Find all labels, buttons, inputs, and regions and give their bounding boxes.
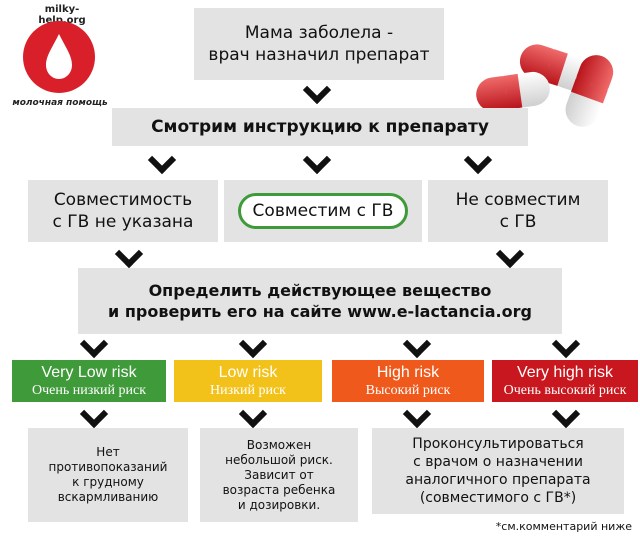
outcome-line: Проконсультироваться (412, 436, 584, 452)
milk-drop-icon (23, 21, 95, 93)
determine-box: Определить действующее вещество и провер… (78, 268, 562, 334)
chevron-down-icon (551, 399, 581, 429)
outcome-line: возраста ребенка (222, 482, 336, 497)
risk-high-en: High risk (376, 363, 440, 381)
risk-very-high: Very high risk Очень высокий риск (492, 360, 638, 402)
top-box-line2: врач назначил препарат (208, 45, 430, 65)
compatible-text: Совместим с ГВ (252, 201, 394, 221)
logo-site-text: milky-help.org (38, 4, 86, 26)
outcome-line: небольшой риск. (225, 452, 333, 467)
logo: milky-help.org молочная помощь (4, 4, 116, 114)
outcome-line: с врачом о назначении (413, 454, 583, 470)
branch-right-line2: с ГВ (499, 212, 537, 232)
compatible-pill: Совместим с ГВ (237, 193, 409, 229)
outcome-line: Нет (96, 445, 120, 459)
risk-low: Low risk Низкий риск (174, 360, 322, 402)
instruction-text: Смотрим инструкцию к препарату (151, 117, 489, 137)
chevron-down-icon (114, 239, 144, 269)
chevron-down-icon (79, 329, 109, 359)
outcome-possible-risk: Возможен небольшой риск. Зависит от возр… (200, 428, 358, 522)
branch-right-line1: Не совместим (455, 190, 581, 210)
outcome-line: вскармливанию (57, 490, 159, 504)
risk-very-low: Very Low risk Очень низкий риск (12, 360, 166, 402)
chevron-down-icon (147, 145, 177, 175)
risk-low-ru: Низкий риск (210, 382, 286, 398)
chevron-down-icon (402, 329, 432, 359)
top-box-line1: Мама заболела - (244, 23, 394, 43)
outcome-no-contra: Нет противопоказаний к грудному вскармли… (28, 428, 188, 522)
outcome-consult: Проконсультироваться с врачом о назначен… (372, 428, 624, 514)
top-box: Мама заболела - врач назначил препарат (194, 8, 444, 80)
outcome-line: к грудному (72, 475, 144, 489)
risk-very-low-ru: Очень низкий риск (31, 382, 147, 398)
chevron-down-icon (495, 239, 525, 269)
chevron-down-icon (302, 75, 332, 105)
risk-high-ru: Высокий риск (365, 382, 451, 398)
branch-middle-box: Совместим с ГВ (224, 180, 422, 242)
outcome-line: противопоказаний (48, 460, 168, 474)
instruction-box: Смотрим инструкцию к препарату (112, 108, 528, 146)
outcome-line: Возможен (246, 437, 312, 452)
capsule-pills-icon (476, 44, 614, 127)
risk-very-high-en: Very high risk (516, 363, 614, 381)
outcome-line: Зависит от (244, 467, 314, 482)
chevron-down-icon (463, 145, 493, 175)
footnote: *см.комментарий ниже (495, 520, 632, 533)
chevron-down-icon (238, 329, 268, 359)
branch-left-line2: с ГВ не указана (52, 212, 194, 232)
chevron-down-icon (302, 145, 332, 175)
risk-low-en: Low risk (218, 363, 278, 381)
determine-line1: Определить действующее вещество (148, 281, 492, 300)
risk-high: High risk Высокий риск (332, 360, 484, 402)
chevron-down-icon (238, 399, 268, 429)
chevron-down-icon (551, 329, 581, 359)
outcome-line: и дозировки. (237, 497, 321, 512)
chevron-down-icon (402, 399, 432, 429)
chevron-down-icon (79, 399, 109, 429)
branch-left-line1: Совместимость (53, 190, 193, 210)
risk-very-high-ru: Очень высокий риск (503, 382, 627, 398)
branch-right-box: Не совместим с ГВ (428, 180, 608, 242)
logo-caption: молочная помощь (12, 98, 108, 108)
determine-line2: и проверить его на сайте www.e-lactancia… (108, 302, 532, 321)
branch-left-box: Совместимость с ГВ не указана (28, 180, 218, 242)
risk-very-low-en: Very Low risk (41, 363, 137, 381)
outcome-line: (совместимого с ГВ*) (419, 490, 577, 506)
outcome-line: аналогичного препарата (405, 472, 591, 488)
